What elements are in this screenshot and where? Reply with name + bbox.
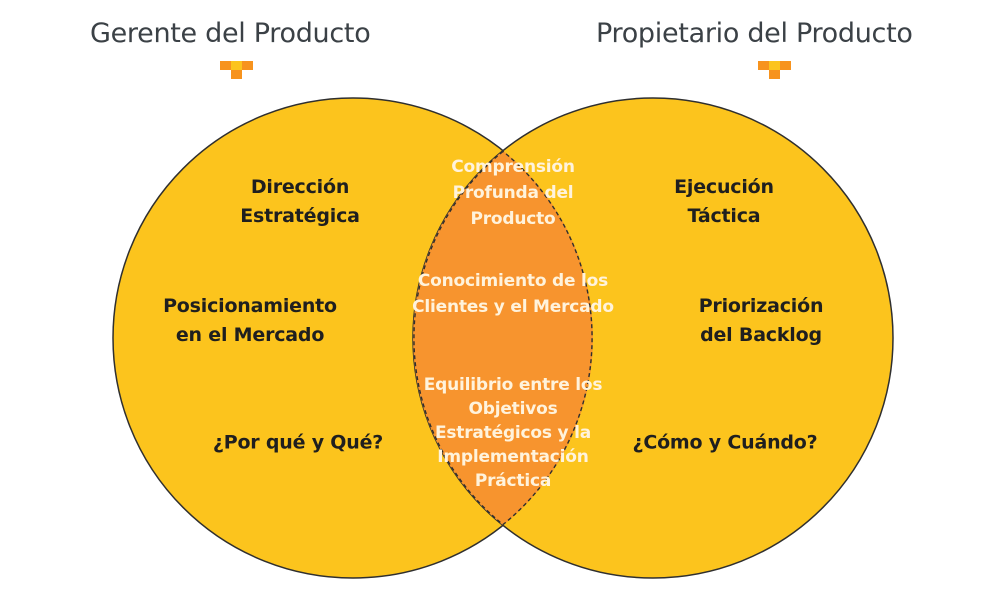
left-label-strategic-direction: Dirección Estratégica <box>240 176 360 227</box>
right-title: Propietario del Producto <box>596 18 913 49</box>
left-label-why-what: ¿Por qué y Qué? <box>212 431 384 454</box>
right-label-backlog-prioritization: Priorización del Backlog <box>698 295 824 346</box>
left-label-market-positioning: Posicionamiento en el Mercado <box>163 295 337 346</box>
left-title-marker-icon <box>220 61 253 79</box>
overlap-label-product-understanding: Comprensión Profunda del Producto <box>451 157 575 229</box>
right-title-marker-icon <box>758 61 791 79</box>
overlap-region <box>413 98 593 578</box>
overlap-dashed-outline <box>413 150 593 526</box>
left-title: Gerente del Producto <box>90 18 371 49</box>
right-label-tactical-execution: Ejecución Táctica <box>674 176 774 227</box>
overlap-label-balance-objectives: Equilibrio entre los Objetivos Estratégi… <box>423 375 603 491</box>
overlap-label-customer-market-knowledge: Conocimiento de los Clientes y el Mercad… <box>412 271 614 317</box>
right-label-how-when: ¿Cómo y Cuándo? <box>632 431 818 454</box>
